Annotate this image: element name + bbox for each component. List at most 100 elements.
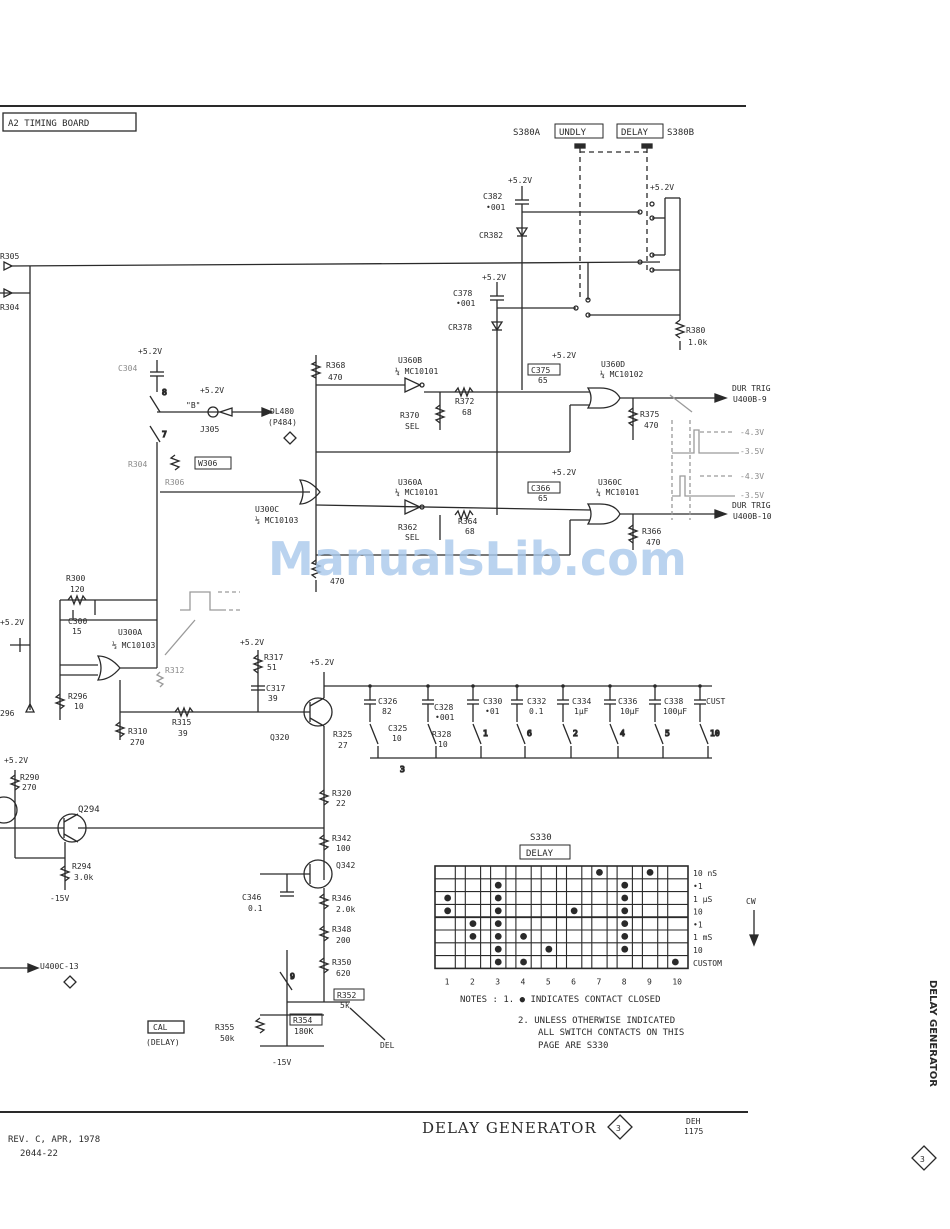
contact-closed-dot <box>545 945 553 953</box>
contact-closed-dot <box>621 920 629 927</box>
value-c332: 0.1 <box>529 707 544 716</box>
type-u300a: ⅓ MC10103 <box>112 640 156 650</box>
contact-closed-dot <box>520 933 527 940</box>
supply-label: +5.2V <box>552 468 576 477</box>
contact-closed-dot <box>621 881 629 889</box>
value-r346: 2.0k <box>336 905 355 914</box>
label-r346: R346 <box>332 894 351 903</box>
type-u360b: ¼ MC10101 <box>395 367 439 376</box>
label-c334: C334 <box>572 697 591 706</box>
value-r320: 22 <box>336 799 346 808</box>
supply-label: +5.2V <box>0 618 24 627</box>
label-r354: R354 <box>293 1016 312 1025</box>
footer-title: DELAY GENERATOR <box>422 1119 597 1137</box>
contact-closed-dot <box>520 958 527 966</box>
label-cal-delay: (DELAY) <box>146 1038 180 1047</box>
s330-row-label: •1 <box>693 920 703 929</box>
label-neg15b: -15V <box>272 1058 291 1067</box>
value-r350: 620 <box>336 969 351 978</box>
s330-column-label: 1 <box>445 977 450 986</box>
switch-number-label: 7 <box>162 430 167 439</box>
label-r312: R312 <box>165 666 184 675</box>
s330-column-label: 6 <box>571 977 576 986</box>
label-r300: R300 <box>66 574 85 583</box>
s330-column-label: 3 <box>495 977 500 986</box>
board-title: A2 TIMING BOARD <box>8 119 89 129</box>
label-s380a: S380A <box>513 128 541 138</box>
label-cust: CUST <box>706 697 725 706</box>
contact-closed-dot <box>494 920 502 927</box>
supply-label: +5.2V <box>508 176 532 185</box>
label-r328: R328 <box>432 730 451 739</box>
switch-number-label: 2 <box>573 729 578 738</box>
label-u360b: U360B <box>398 356 422 365</box>
value-r294: 3.0k <box>74 873 93 882</box>
value-c336: 10µF <box>620 707 639 716</box>
s330-column-label: 5 <box>546 977 551 986</box>
switch-number-label: 3 <box>400 765 405 774</box>
contact-closed-dot <box>671 958 679 966</box>
label-c378: C378 <box>453 289 472 298</box>
side-label: DELAY GENERATOR <box>927 980 938 1087</box>
label-r350: R350 <box>332 958 351 967</box>
footer-drafter: DEH <box>686 1117 701 1126</box>
watermark: ManualsLib.com <box>268 532 687 586</box>
label-r355: R355 <box>215 1023 234 1032</box>
label-r315: R315 <box>172 718 191 727</box>
label-c317: C317 <box>266 684 285 693</box>
s330-column-label: 2 <box>470 977 475 986</box>
s330-column-label: 10 <box>672 977 682 986</box>
value-c317: 39 <box>268 694 278 703</box>
label-r368: R368 <box>326 361 345 370</box>
label-dur-trig-bot: DUR TRIG <box>732 501 771 510</box>
label-c325: C325 <box>388 724 407 733</box>
label-c346: C346 <box>242 893 261 902</box>
s330-column-label: 7 <box>596 977 601 986</box>
contact-closed-dot <box>621 945 629 953</box>
value-c334: 1µF <box>574 707 589 716</box>
switch-number-label: 10 <box>710 729 720 738</box>
label-cr382: CR382 <box>479 231 503 240</box>
s330-title: S330 <box>530 833 552 843</box>
waveform-low: -3.5V <box>740 447 764 456</box>
s330-cw-label: CW <box>746 897 756 906</box>
waveform-high: -4.3V <box>740 428 764 437</box>
value-r290: 270 <box>22 783 37 792</box>
value-r6: 470 <box>330 577 345 586</box>
label-s380b: S380B <box>667 128 694 138</box>
supply-label: +5.2V <box>200 386 224 395</box>
label-u400b9: U400B-9 <box>733 395 767 404</box>
label-r296: R296 <box>68 692 87 701</box>
value-c382: •001 <box>486 203 505 212</box>
label-r372: R372 <box>455 397 474 406</box>
value-r355: 50k <box>220 1034 235 1043</box>
label-c382: C382 <box>483 192 502 201</box>
label-c300: C300 <box>68 617 87 626</box>
value-c325: 10 <box>392 734 402 743</box>
s330-row-label: 1 mS <box>693 933 712 942</box>
footer-drafter-code: 1175 <box>684 1127 703 1136</box>
contact-closed-dot <box>570 907 578 915</box>
value-r352: 5k <box>340 1001 350 1010</box>
value-c366: 65 <box>538 494 548 503</box>
type-u360d: ¼ MC10102 <box>600 370 644 379</box>
waveform-low: -3.5V <box>740 491 764 500</box>
contact-closed-dot <box>444 894 452 902</box>
label-u400b10: U400B-10 <box>733 512 772 521</box>
waveform-high: -4.3V <box>740 472 764 481</box>
label-cal: CAL <box>153 1023 168 1032</box>
s330-row-label: 10 nS <box>693 869 717 878</box>
value-c375: 65 <box>538 376 548 385</box>
label-c330: C330 <box>483 697 502 706</box>
label-r304: R304 <box>0 303 19 312</box>
label-neg15: -15V <box>50 894 69 903</box>
footer-rev: REV. C, APR, 1978 <box>8 1135 100 1145</box>
value-c338: 100µF <box>663 707 687 716</box>
supply-label: +5.2V <box>650 183 674 192</box>
label-u300a: U300A <box>118 628 142 637</box>
label-dur-trig-top: DUR TRIG <box>732 384 771 393</box>
contact-closed-dot <box>494 894 502 902</box>
value-r315: 39 <box>178 729 188 738</box>
value-r342: 100 <box>336 844 351 853</box>
